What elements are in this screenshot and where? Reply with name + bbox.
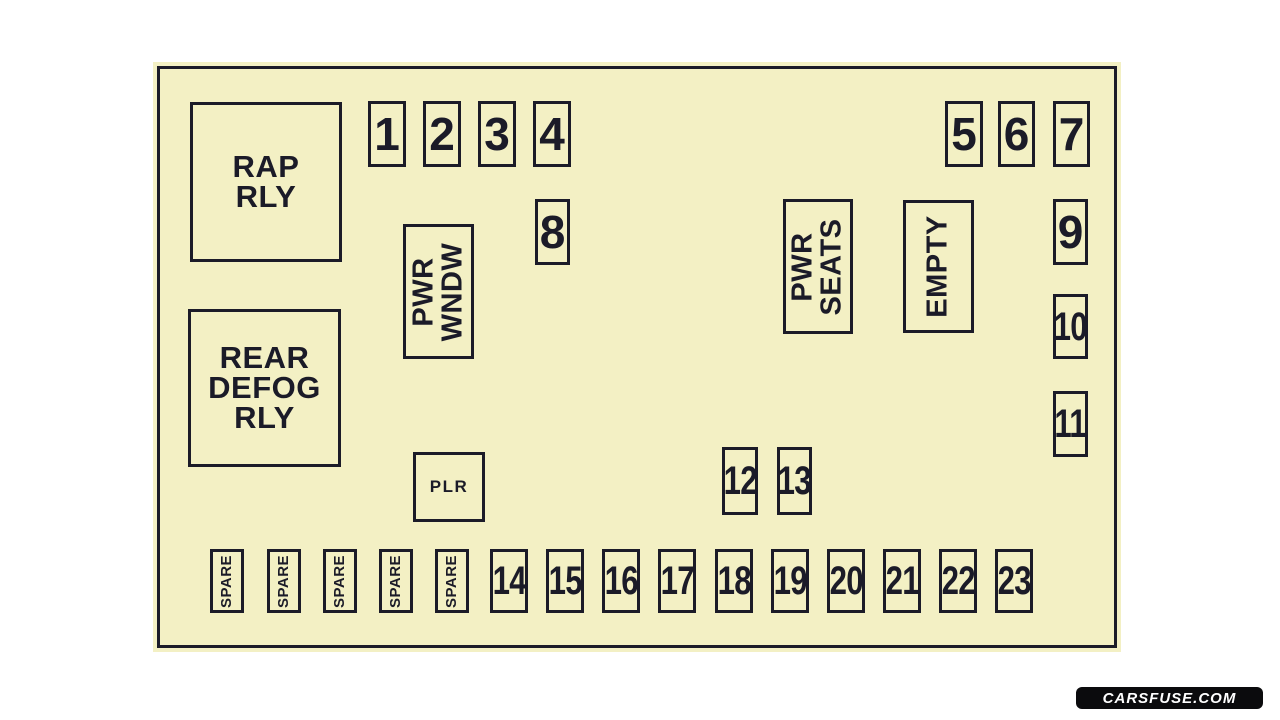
fuse-10-label: 10 [1053, 304, 1088, 349]
fuse-16: 16 [602, 549, 640, 613]
fuse-8: 8 [535, 199, 570, 265]
fuse-22-label: 22 [941, 559, 975, 603]
fuse-23-label: 23 [997, 559, 1031, 603]
spare-slot-5: SPARE [435, 549, 469, 613]
spare-slot-2: SPARE [267, 549, 301, 613]
fuse-17-label: 17 [660, 559, 694, 603]
fuse-14-label: 14 [492, 559, 526, 603]
fuse-13: 13 [777, 447, 812, 515]
fuse-8-label: 8 [539, 206, 566, 258]
fuse-5: 5 [945, 101, 983, 167]
spare-slot-5-label: SPARE [443, 554, 461, 608]
fuse-17: 17 [658, 549, 696, 613]
fuse-2: 2 [423, 101, 461, 167]
fuse-7: 7 [1053, 101, 1090, 167]
fuse-13-label: 13 [777, 459, 812, 503]
fuse-15: 15 [546, 549, 584, 613]
spare-slot-3-label: SPARE [331, 554, 349, 608]
fuse-23: 23 [995, 549, 1033, 613]
box-pwr-seats-label: PWR SEATS [787, 217, 849, 316]
fuse-16-label: 16 [604, 559, 638, 603]
box-pwr-seats: PWR SEATS [783, 199, 853, 334]
fuse-21-label: 21 [885, 559, 919, 603]
relay-rap-rly: RAP RLY [190, 102, 342, 262]
box-empty: EMPTY [903, 200, 974, 333]
fuse-11: 11 [1053, 391, 1088, 457]
watermark-text: CARSFUSE.COM [1102, 689, 1237, 707]
fuse-18-label: 18 [717, 559, 751, 603]
fuse-3-label: 3 [484, 108, 510, 160]
box-plr-label: PLR [429, 477, 469, 496]
fuse-12: 12 [722, 447, 758, 515]
fuse-9-label: 9 [1057, 206, 1084, 258]
fuse-21: 21 [883, 549, 921, 613]
fuse-7-label: 7 [1058, 108, 1085, 160]
watermark-badge: CARSFUSE.COM [1076, 687, 1263, 709]
fuse-22: 22 [939, 549, 977, 613]
fuse-4: 4 [533, 101, 571, 167]
spare-slot-1-label: SPARE [218, 554, 236, 608]
fuse-20-label: 20 [829, 559, 863, 603]
fuse-18: 18 [715, 549, 753, 613]
box-empty-label: EMPTY [922, 215, 954, 318]
fuse-12-label: 12 [723, 459, 757, 503]
relay-rear-defog-rly-label: REAR DEFOG RLY [208, 340, 321, 435]
fuse-6-label: 6 [1003, 108, 1030, 160]
fuse-15-label: 15 [548, 559, 582, 603]
spare-slot-4-label: SPARE [387, 554, 405, 608]
box-pwr-wndw-label: PWR WNDW [407, 242, 469, 341]
relay-rap-rly-label: RAP RLY [232, 149, 300, 214]
fuse-19: 19 [771, 549, 809, 613]
fuse-5-label: 5 [951, 108, 977, 160]
fuse-4-label: 4 [539, 108, 565, 160]
spare-slot-2-label: SPARE [275, 554, 293, 608]
spare-slot-1: SPARE [210, 549, 244, 613]
fuse-1: 1 [368, 101, 406, 167]
fuse-6: 6 [998, 101, 1035, 167]
spare-slot-3: SPARE [323, 549, 357, 613]
fuse-2-label: 2 [429, 108, 455, 160]
spare-slot-4: SPARE [379, 549, 413, 613]
box-pwr-wndw: PWR WNDW [403, 224, 474, 359]
fuse-1-label: 1 [374, 108, 400, 160]
fuse-19-label: 19 [773, 559, 807, 603]
fuse-10: 10 [1053, 294, 1088, 359]
box-plr: PLR [413, 452, 485, 522]
fusebox-panel: RAP RLY REAR DEFOG RLY 1 2 3 4 5 6 7 8 P… [157, 66, 1117, 648]
fuse-9: 9 [1053, 199, 1088, 265]
relay-rear-defog-rly: REAR DEFOG RLY [188, 309, 341, 467]
fuse-3: 3 [478, 101, 516, 167]
fuse-11-label: 11 [1054, 402, 1087, 446]
fuse-14: 14 [490, 549, 528, 613]
fuse-20: 20 [827, 549, 865, 613]
